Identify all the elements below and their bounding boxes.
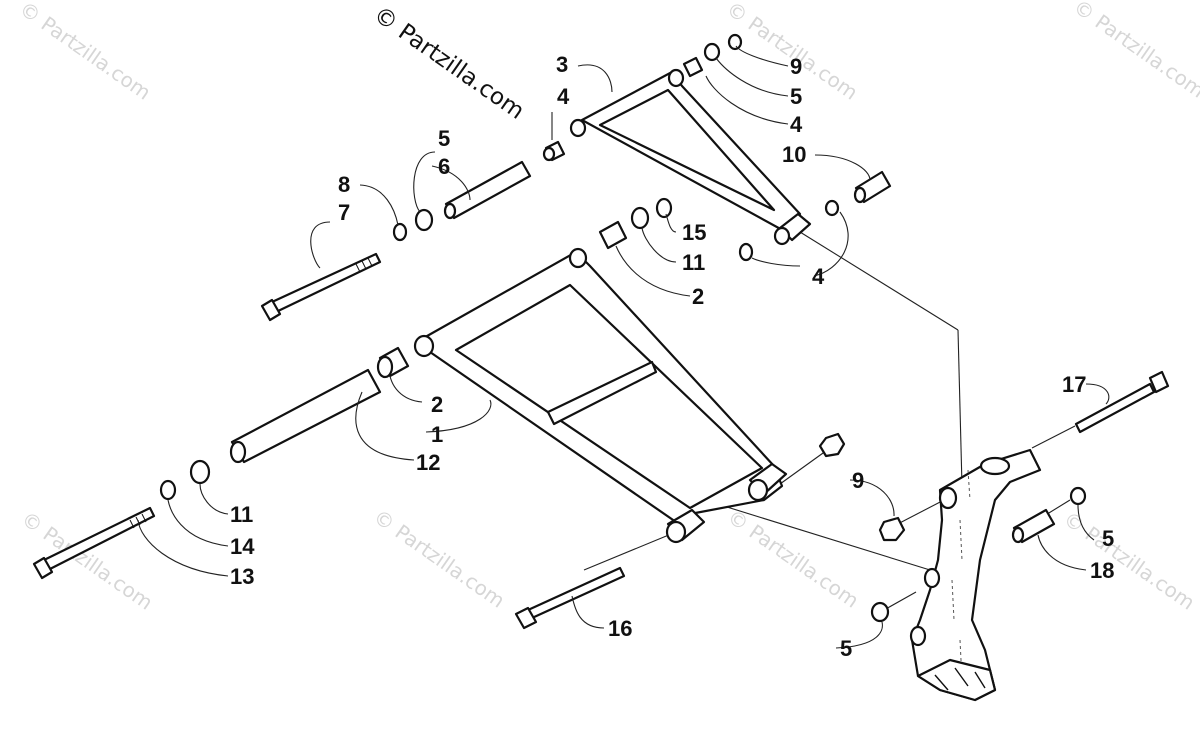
callout-14: 14 [230,534,255,559]
callout-2: 2 [692,284,704,309]
callout-17: 17 [1062,372,1086,397]
callout-6: 6 [438,154,450,179]
callout-9: 9 [790,54,802,79]
callout-11: 11 [682,250,705,275]
lower-arm-hardware [32,197,1170,630]
callout-4: 4 [812,264,825,289]
steering-spindle [909,448,1042,702]
watermark: © Partzilla.com [1059,506,1199,614]
callout-2: 2 [431,392,443,417]
callout-5: 5 [1102,526,1114,551]
callout-4: 4 [557,84,570,109]
callout-7: 7 [338,200,350,225]
upper-a-arm [569,68,812,246]
watermark: © Partzilla.com [15,0,155,105]
upper-arm-hardware [260,33,892,322]
callout-11: 11 [230,502,253,527]
callout-8: 8 [338,172,350,197]
callout-13: 13 [230,564,254,589]
watermark: © Partzilla.com [723,504,863,612]
callout-3: 3 [556,52,568,77]
callout-1: 1 [431,422,443,447]
callout-numbers: 1 2 2 3 4 4 4 5 5 5 5 6 7 8 9 9 10 11 11… [230,52,1114,661]
callout-10: 10 [782,142,806,167]
callout-5: 5 [840,636,852,661]
callout-4: 4 [790,112,803,137]
watermark: © Partzilla.com [1069,0,1200,103]
watermark: © Partzilla.com [369,504,509,612]
callout-5: 5 [790,84,802,109]
assembly-lines [583,231,1076,611]
leader-lines [137,45,1110,649]
lower-a-arm [413,247,788,544]
callout-15: 15 [682,220,706,245]
callout-18: 18 [1090,558,1114,583]
callout-12: 12 [416,450,440,475]
callout-5: 5 [438,126,450,151]
copyright-notice: © Partzilla.com [369,2,529,125]
callout-16: 16 [608,616,632,641]
callout-9: 9 [852,468,864,493]
